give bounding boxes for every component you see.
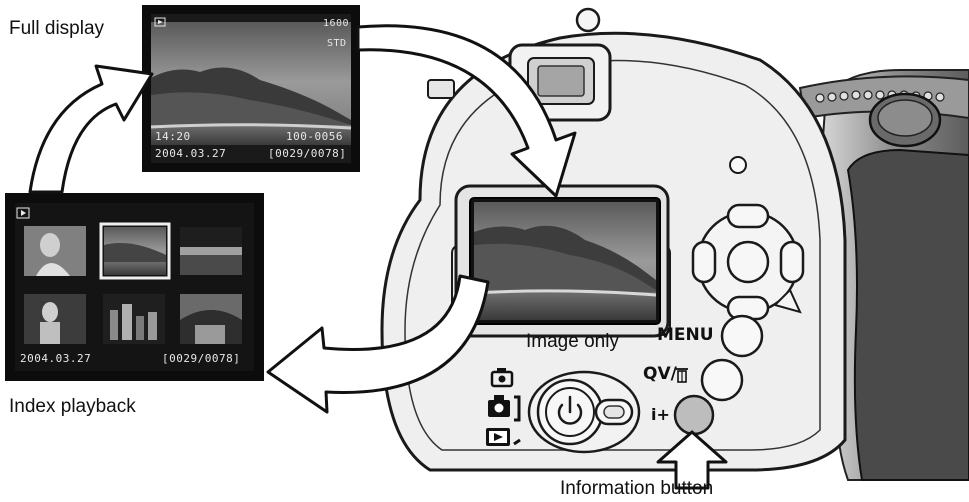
arrow-image-only-to-index — [266, 274, 490, 414]
caption-image-only: Image only — [526, 331, 619, 352]
controller-4way[interactable] — [691, 203, 805, 321]
lcd-image-only — [473, 202, 657, 320]
menu-button[interactable] — [720, 314, 764, 358]
info-label: i+ — [651, 405, 670, 424]
index-thumbnail-selected[interactable] — [99, 222, 171, 280]
full-display-quality: STD — [327, 38, 347, 49]
index-thumbnail[interactable] — [180, 294, 242, 344]
index-date: 2004.03.27 — [20, 352, 92, 365]
index-frame-counter: [0029/0078] — [162, 352, 241, 365]
full-display-time: 14:20 — [155, 130, 191, 143]
index-thumbnail[interactable] — [180, 227, 242, 275]
index-thumbnail[interactable] — [24, 226, 86, 276]
camera-mode-icon — [490, 368, 514, 388]
power-icon — [545, 387, 595, 437]
playback-mode-icon — [486, 428, 521, 446]
camera-record-mode-icon — [488, 395, 521, 422]
full-display-screen — [142, 5, 360, 172]
menu-label: MENU — [657, 325, 714, 345]
caption-information-button: Information button — [560, 478, 714, 499]
full-display-file-number: 100-0056 — [286, 130, 343, 143]
arrow-up-to-information-button — [656, 430, 728, 490]
full-display-iso: 1600 — [323, 18, 350, 29]
arrow-index-to-full — [28, 64, 154, 194]
arrow-full-to-image-only — [356, 24, 577, 198]
qv-label: QV/ — [643, 364, 677, 384]
caption-full-display: Full display — [9, 18, 105, 39]
index-playback-screen — [5, 193, 264, 381]
index-thumbnail[interactable] — [103, 294, 165, 344]
full-display-frame-counter: [0029/0078] — [268, 147, 347, 160]
caption-index-playback: Index playback — [9, 396, 136, 417]
index-thumbnail[interactable] — [24, 294, 86, 344]
trash-icon — [676, 368, 688, 383]
full-display-date: 2004.03.27 — [155, 147, 227, 160]
information-button[interactable] — [673, 394, 715, 436]
qv-delete-button[interactable] — [700, 358, 744, 402]
